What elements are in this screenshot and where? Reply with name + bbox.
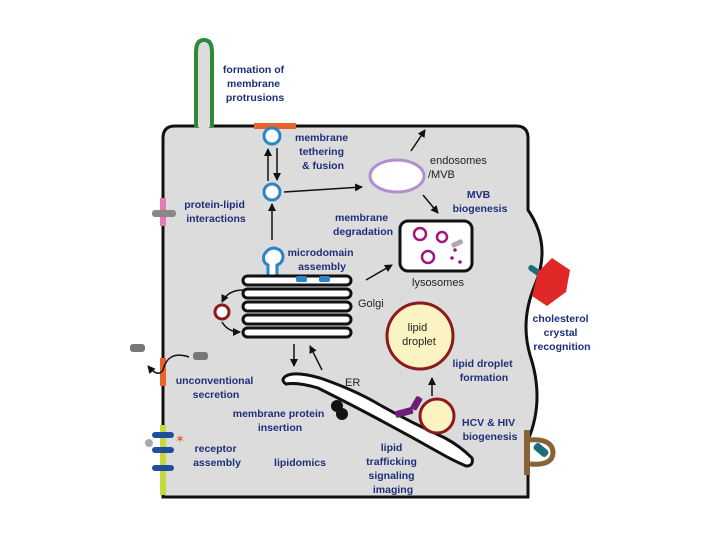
arrow-er-to-golgi (309, 345, 323, 371)
golgi-stack (241, 274, 353, 339)
budding-vesicle (262, 246, 285, 276)
brown-receptor-ligand (533, 443, 549, 457)
label-microdomain-assembly: microdomain assembly (288, 247, 357, 273)
arrow-secretion (147, 354, 190, 374)
label-membrane-protein-insertion: membrane protein insertion (233, 408, 328, 434)
receptor-membrane-segment (160, 425, 166, 495)
lysosome-dot-2 (458, 260, 462, 264)
label-membrane-protrusions: formation of membrane protrusions (223, 64, 287, 104)
brown-receptor-head (527, 437, 556, 467)
golgi-label: Golgi (358, 298, 384, 310)
arrow-endosome-to-lysosome (422, 194, 439, 214)
arrow-golgi-cycle-in (221, 321, 241, 336)
lipid-interaction-bar (152, 210, 176, 217)
lysosome-dot-1 (450, 256, 454, 260)
brown-receptor-stem (524, 430, 530, 475)
label-lipid-trafficking: lipid trafficking signaling imaging (366, 442, 420, 496)
golgi-microdomain-2 (319, 276, 330, 282)
receptor-ligand-star: ✶ (175, 432, 185, 446)
lysosome-label: lysosomes (412, 277, 464, 289)
endosome (368, 158, 426, 194)
secreted-cargo-inside (193, 352, 208, 360)
lysosome (398, 219, 474, 273)
endosome-label: endosomes /MVB (428, 155, 490, 181)
lipid-droplet-organelle-label: lipid droplet (402, 322, 436, 348)
lysosome-vesicle-1 (412, 226, 428, 242)
label-hcv-hiv-biogenesis: HCV & HIV biogenesis (462, 417, 518, 443)
golgi-microdomain-1 (296, 276, 307, 282)
golgi-cycling-vesicle (213, 303, 231, 321)
endoplasmic-reticulum (281, 372, 474, 468)
label-lipidomics: lipidomics (274, 457, 326, 469)
arrow-endosome-out (410, 129, 426, 152)
receptor-bar-3 (152, 465, 174, 471)
lysosome-vesicle-2 (420, 249, 436, 265)
viral-budding-vesicle (418, 397, 456, 435)
arrow-golgi-to-lysosome (365, 264, 393, 281)
secreted-cargo-outside (130, 344, 145, 352)
er-membrane-protein-2 (336, 408, 348, 420)
lysosome-fragment (451, 239, 464, 248)
er-purple-protein-2 (410, 396, 423, 411)
label-receptor-assembly: receptor assembly (193, 443, 241, 469)
secretion-channel (160, 358, 166, 386)
label-tethering-fusion: membrane tethering & fusion (295, 132, 351, 172)
tethering-vesicle-top (262, 126, 282, 146)
label-lipid-droplet-formation: lipid droplet formation (453, 358, 516, 384)
protrusion-base (199, 118, 209, 130)
er-label: ER (345, 377, 360, 389)
arrow-golgi-cycle-out (221, 289, 244, 303)
tethering-vesicle-lower (262, 182, 282, 202)
label-protein-lipid: protein-lipid interactions (184, 199, 248, 225)
receptor-bar-1 (152, 432, 174, 438)
membrane-protrusion (194, 37, 214, 127)
er-purple-protein-1 (394, 407, 414, 418)
label-unconventional-secretion: unconventional secretion (176, 375, 257, 401)
lysosome-dot-3 (453, 248, 457, 252)
label-membrane-degradation: membrane degradation (333, 212, 393, 238)
cholesterol-crystal (532, 258, 570, 306)
arrow-to-endosome (283, 183, 363, 193)
receptor-bar-2 (152, 447, 174, 453)
label-cholesterol-crystal: cholesterol crystal recognition (533, 313, 592, 353)
lipid-droplet (385, 301, 455, 371)
label-mvb-biogenesis: MVB biogenesis (453, 189, 508, 215)
lysosome-vesicle-3 (435, 230, 449, 244)
tethering-site (254, 123, 296, 129)
receptor-ligand-grey (145, 439, 153, 447)
